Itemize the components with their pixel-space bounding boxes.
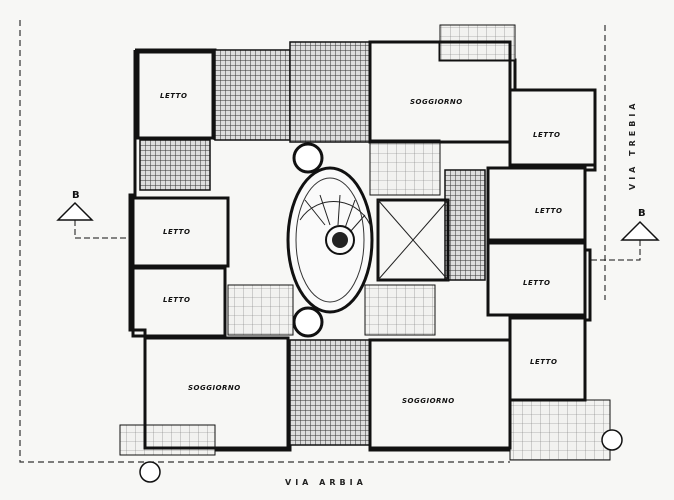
street-label-bottom: VIA ARBIA (285, 478, 367, 487)
room-label-letto: LETTO (163, 228, 190, 236)
room-walls (131, 40, 597, 450)
section-label-left: B (72, 190, 80, 201)
building-outline (119, 24, 611, 461)
room-label-letto: LETTO (530, 358, 557, 366)
room-label-soggiorno: SOGGIORNO (402, 397, 455, 405)
room-label-letto: LETTO (160, 92, 187, 100)
section-mark-left: B (56, 190, 130, 239)
room-label-letto: LETTO (523, 279, 550, 287)
section-mark-right: B (590, 208, 660, 261)
room-label-soggiorno: SOGGIORNO (410, 98, 463, 106)
street-label-right: VIA TREBIA (628, 100, 637, 191)
central-staircase (286, 142, 374, 338)
tree-icon (139, 461, 161, 483)
room-label-soggiorno: SOGGIORNO (188, 384, 241, 392)
room-label-letto: LETTO (533, 131, 560, 139)
tree-icon (601, 429, 623, 451)
property-boundary-left (19, 20, 510, 463)
room-label-letto: LETTO (535, 207, 562, 215)
section-label-right: B (638, 208, 646, 219)
room-label-letto: LETTO (163, 296, 190, 304)
